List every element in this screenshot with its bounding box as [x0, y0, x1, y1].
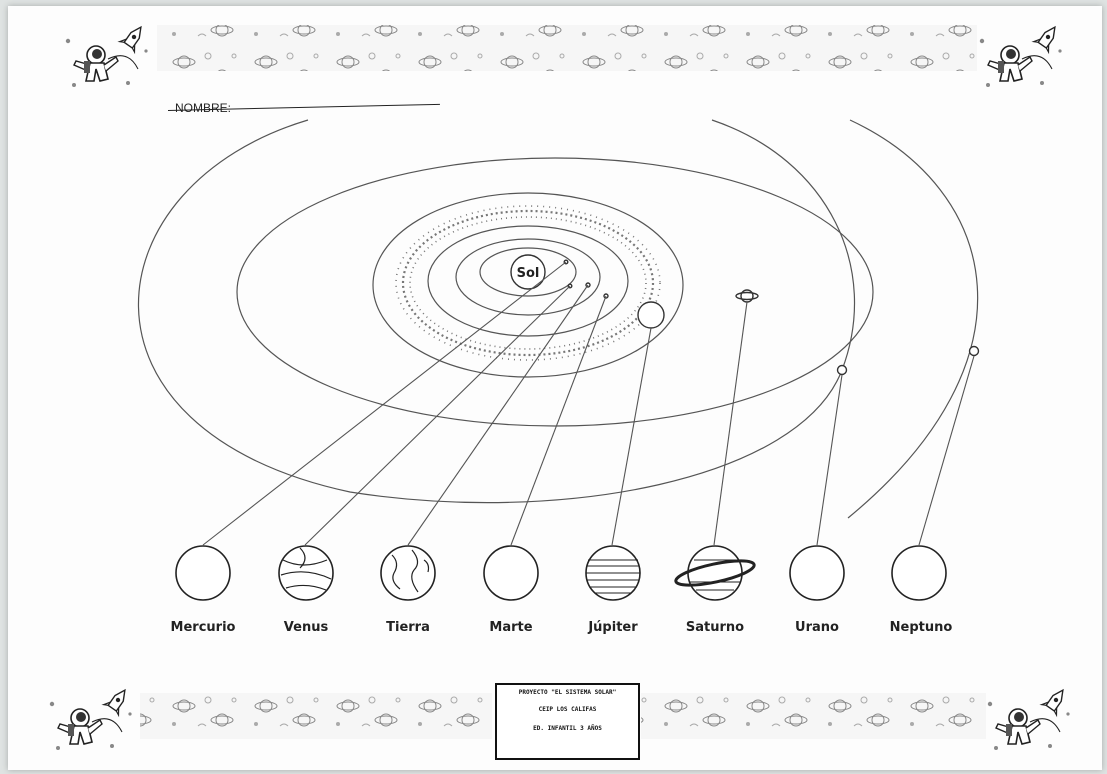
planet-label-urano: Urano — [795, 620, 839, 635]
tierra-circle — [380, 545, 436, 601]
course-level: ED. INFANTIL 3 AÑOS — [533, 725, 602, 732]
planet-label-mercurio: Mercurio — [170, 620, 236, 635]
astronaut-icon — [986, 684, 1072, 751]
worksheet-page — [8, 6, 1102, 770]
project-info-box: PROYECTO "EL SISTEMA SOLAR" CEIP LOS CAL… — [495, 683, 640, 760]
planet-label-saturno: Saturno — [685, 620, 745, 635]
orbits — [137, 119, 979, 519]
jupiter-circle — [585, 545, 641, 601]
planet-label-neptuno: Neptuno — [889, 620, 953, 635]
asteroid-belt — [395, 205, 661, 361]
planet-label-jupiter: Júpiter — [588, 620, 638, 635]
marte-circle — [483, 545, 539, 601]
astronaut-icon — [978, 21, 1064, 88]
planet-label-marte: Marte — [489, 620, 533, 635]
urano-circle — [789, 545, 845, 601]
orbit-planets — [563, 259, 980, 376]
top-border — [65, 21, 1064, 88]
planet-label-venus: Venus — [283, 620, 329, 635]
neptune-orbit-dot — [968, 345, 980, 357]
venus-circle — [278, 545, 334, 601]
planet-label-tierra: Tierra — [386, 620, 430, 635]
saturn-orbit-dot — [735, 289, 759, 303]
uranus-orbit-dot — [836, 364, 848, 376]
mercurio-circle — [175, 545, 231, 601]
school-name: CEIP LOS CALIFAS — [538, 706, 597, 713]
neptuno-circle — [891, 545, 947, 601]
project-title: PROYECTO "EL SISTEMA SOLAR" — [518, 689, 617, 696]
sun-label: Sol — [517, 266, 540, 281]
astronaut-icon — [65, 21, 150, 88]
astronaut-icon — [48, 684, 134, 751]
bottom-border — [48, 684, 1072, 751]
nombre-label: NOMBRE: — [175, 101, 232, 115]
connector-lines — [202, 261, 975, 546]
jupiter-orbit-dot — [637, 301, 665, 329]
planet-circles — [175, 545, 947, 601]
sun: Sol — [510, 254, 546, 290]
saturno-circle — [674, 545, 756, 601]
